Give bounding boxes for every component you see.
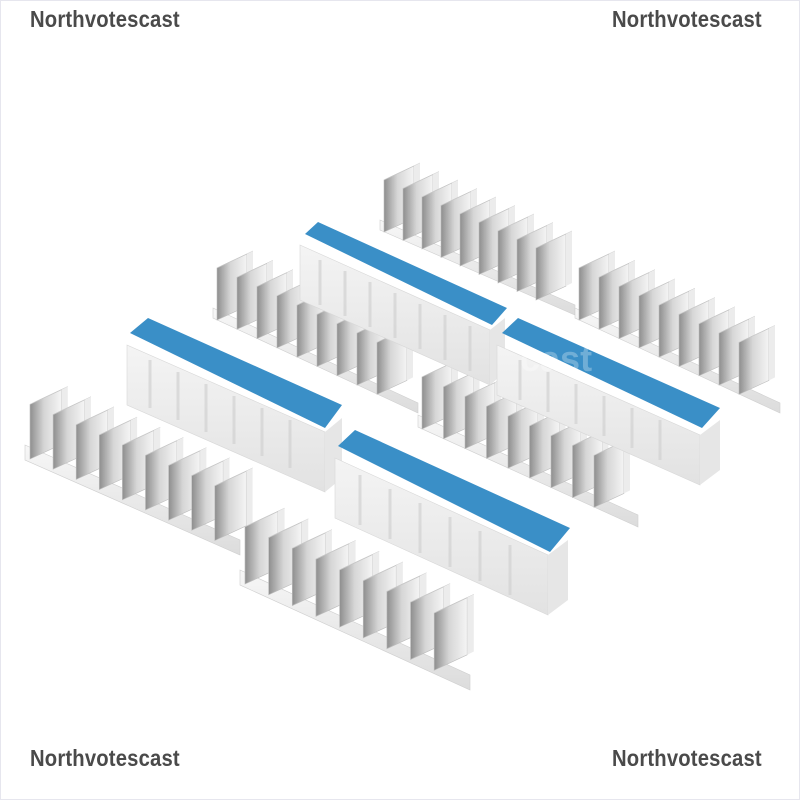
heatsink-pad-up-4 xyxy=(334,430,570,616)
watermark-top-right: Northvotescast xyxy=(612,6,762,32)
heatsink-pad-up-3 xyxy=(126,318,342,493)
center-watermark: cast xyxy=(520,338,593,379)
thermal-pad-1 xyxy=(305,222,507,325)
heatsink-fins-up-5 xyxy=(24,386,254,556)
heatsink-fins-up-3 xyxy=(212,250,419,414)
thermal-pad-2 xyxy=(502,318,720,428)
watermark-top-left: Northvotescast xyxy=(30,6,180,32)
heatsink-pad-up-1 xyxy=(299,222,507,386)
thermal-pad-3 xyxy=(130,318,342,428)
heatsink-pad-up-2 xyxy=(496,318,720,486)
heatsink-fins-up-1 xyxy=(379,162,576,316)
heatsink-fins-up-6 xyxy=(239,507,475,691)
watermark-bottom-right: Northvotescast xyxy=(612,745,762,771)
thermal-pad-4 xyxy=(338,430,570,552)
heatsink-fins-up-2 xyxy=(574,250,781,414)
heatsink-fins-up-4 xyxy=(417,359,639,528)
watermark-bottom-left: Northvotescast xyxy=(30,745,180,771)
